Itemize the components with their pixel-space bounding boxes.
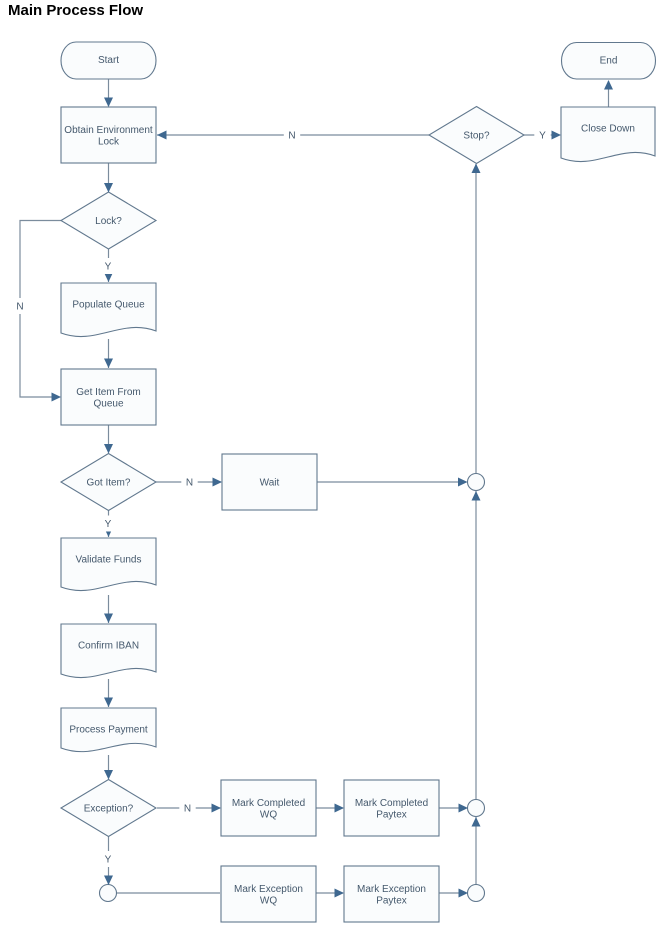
svg-text:Get Item From: Get Item From bbox=[76, 387, 140, 398]
svg-text:Y: Y bbox=[105, 855, 112, 866]
svg-text:Process Payment: Process Payment bbox=[69, 725, 148, 736]
svg-text:N: N bbox=[186, 478, 193, 489]
svg-text:Queue: Queue bbox=[93, 398, 123, 409]
svg-text:Lock: Lock bbox=[98, 136, 120, 147]
svg-text:Y: Y bbox=[539, 131, 546, 142]
svg-text:Confirm IBAN: Confirm IBAN bbox=[78, 641, 139, 652]
svg-text:Validate Funds: Validate Funds bbox=[76, 555, 142, 566]
svg-text:Mark Exception: Mark Exception bbox=[234, 884, 303, 895]
svg-text:N: N bbox=[184, 804, 191, 815]
svg-text:Exception?: Exception? bbox=[84, 804, 134, 815]
svg-text:Lock?: Lock? bbox=[95, 216, 122, 227]
svg-text:WQ: WQ bbox=[260, 809, 277, 820]
svg-text:WQ: WQ bbox=[260, 895, 277, 906]
svg-text:Mark Completed: Mark Completed bbox=[355, 798, 428, 809]
svg-text:Close Down: Close Down bbox=[581, 124, 635, 135]
svg-text:Paytex: Paytex bbox=[376, 895, 407, 906]
svg-text:Y: Y bbox=[105, 519, 112, 530]
svg-text:Mark Exception: Mark Exception bbox=[357, 884, 426, 895]
svg-text:N: N bbox=[288, 131, 295, 142]
svg-text:Wait: Wait bbox=[260, 478, 280, 489]
svg-text:Start: Start bbox=[98, 55, 119, 66]
svg-text:Y: Y bbox=[105, 262, 112, 273]
svg-text:N: N bbox=[16, 302, 23, 313]
svg-text:Paytex: Paytex bbox=[376, 809, 407, 820]
svg-text:Obtain Environment: Obtain Environment bbox=[64, 125, 153, 136]
svg-text:Stop?: Stop? bbox=[463, 131, 490, 142]
svg-text:Got Item?: Got Item? bbox=[87, 478, 131, 489]
svg-text:Mark Completed: Mark Completed bbox=[232, 798, 305, 809]
svg-text:Populate Queue: Populate Queue bbox=[72, 300, 145, 311]
svg-text:End: End bbox=[600, 55, 618, 66]
